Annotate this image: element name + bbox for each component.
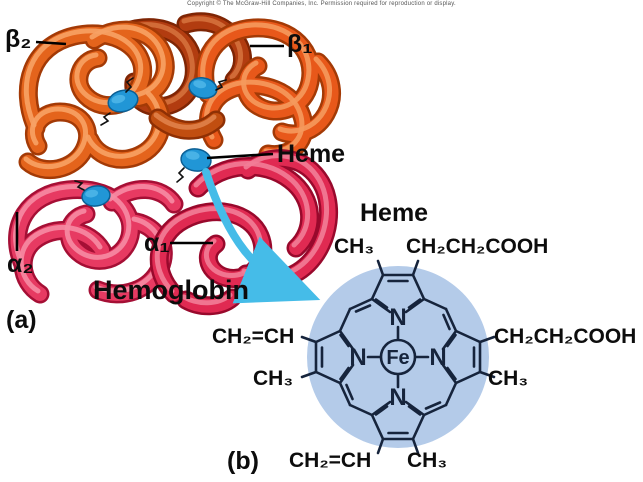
substituent-vinyl-left-top: CH₂=CH: [212, 325, 295, 348]
oxygen-squiggle-icon: [100, 112, 111, 126]
beta1-label: β₁: [287, 30, 313, 58]
substituent-ch3-bottom-right: CH₃: [407, 449, 448, 472]
alpha2-label: α₂: [7, 250, 34, 278]
substituent-ch3-top-left: CH₃: [334, 235, 375, 258]
heme-zoom-arrow-icon: [202, 168, 321, 304]
heme-structure-title: Heme: [360, 199, 429, 227]
heme-disc: [107, 89, 139, 113]
heme-disc: [81, 185, 111, 207]
pyrrole-ring-top: [348, 259, 448, 341]
nitrogen-symbol-left: N: [349, 344, 366, 371]
nitrogen-symbol-bottom: N: [389, 384, 406, 411]
oxygen-squiggle-icon: [215, 79, 227, 91]
substituent-ch3-right-bottom: CH₃: [488, 367, 529, 390]
heme-pointer-line: [206, 152, 274, 160]
panel-b-label: (b): [227, 447, 259, 475]
substituent-propionic-right-top: CH₂CH₂COOH: [494, 325, 637, 348]
substituent-vinyl-bottom-left: CH₂=CH: [289, 449, 372, 472]
nitrogen-symbol-right: N: [429, 344, 446, 371]
pyrrole-ring-left: [300, 307, 382, 407]
substituent-ch3-left-bottom: CH₃: [253, 367, 294, 390]
heme-structure-diagram: Fe N N N N: [300, 259, 496, 455]
hemoglobin-illustration: [8, 12, 342, 316]
alpha1-label: α₁: [144, 229, 170, 257]
oxygen-squiggle-icon: [74, 180, 85, 191]
heme-disc: [188, 77, 218, 99]
oxygen-squiggle-icon: [176, 167, 185, 183]
heme-background-circle: [307, 266, 489, 448]
porphyrin-ring: [300, 259, 496, 455]
hemoglobin-title: Hemoglobin: [93, 275, 249, 305]
iron-symbol: Fe: [386, 347, 409, 369]
beta2-pointer-line: [35, 40, 67, 46]
pyrrole-ring-right: [414, 307, 496, 407]
heme-disc: [180, 148, 212, 172]
heme-pointer-label: Heme: [277, 140, 346, 168]
iron-circle: [379, 338, 417, 376]
pyrrole-ring-bottom: [348, 373, 448, 455]
oxygen-squiggle-icon: [125, 77, 134, 93]
heme-discs: [74, 77, 227, 207]
nitrogen-symbol-top: N: [389, 304, 406, 331]
beta2-label: β₂: [5, 25, 32, 53]
copyright-text: Copyright © The McGraw-Hill Companies, I…: [187, 1, 456, 7]
panel-a-label: (a): [6, 306, 37, 334]
substituent-propionic-top-right: CH₂CH₂COOH: [406, 235, 549, 258]
